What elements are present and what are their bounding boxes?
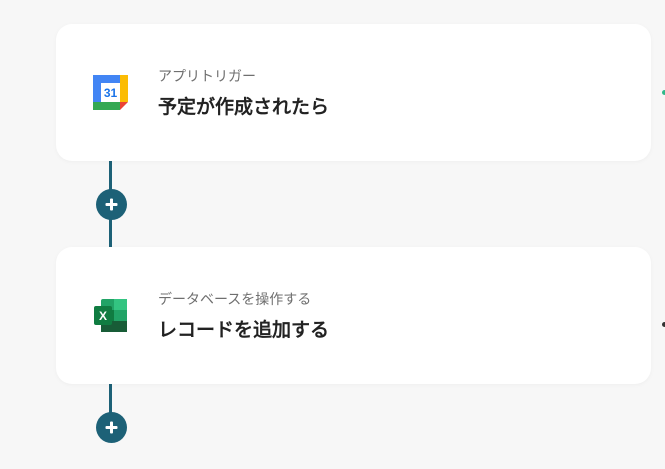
flow-connector: [109, 383, 112, 413]
google-calendar-icon: 31: [92, 74, 129, 111]
add-step-button[interactable]: [96, 412, 127, 443]
plus-icon: [105, 198, 118, 211]
excel-icon: X: [92, 297, 129, 334]
edge-indicator-dot: [662, 322, 665, 327]
edge-indicator-dot: [662, 90, 665, 95]
calendar-icon-text: 31: [104, 86, 118, 100]
step-title: レコードを追加する: [158, 319, 330, 341]
step-subtitle: データベースを操作する: [158, 292, 312, 308]
step-subtitle: アプリトリガー: [158, 69, 256, 85]
flow-step-trigger[interactable]: 31 アプリトリガー 予定が作成されたら: [56, 24, 651, 161]
step-title: 予定が作成されたら: [158, 96, 330, 118]
excel-icon-text: X: [99, 309, 107, 323]
add-step-button[interactable]: [96, 189, 127, 220]
flow-step-operation[interactable]: X データベースを操作する レコードを追加する: [56, 247, 651, 384]
plus-icon: [105, 421, 118, 434]
